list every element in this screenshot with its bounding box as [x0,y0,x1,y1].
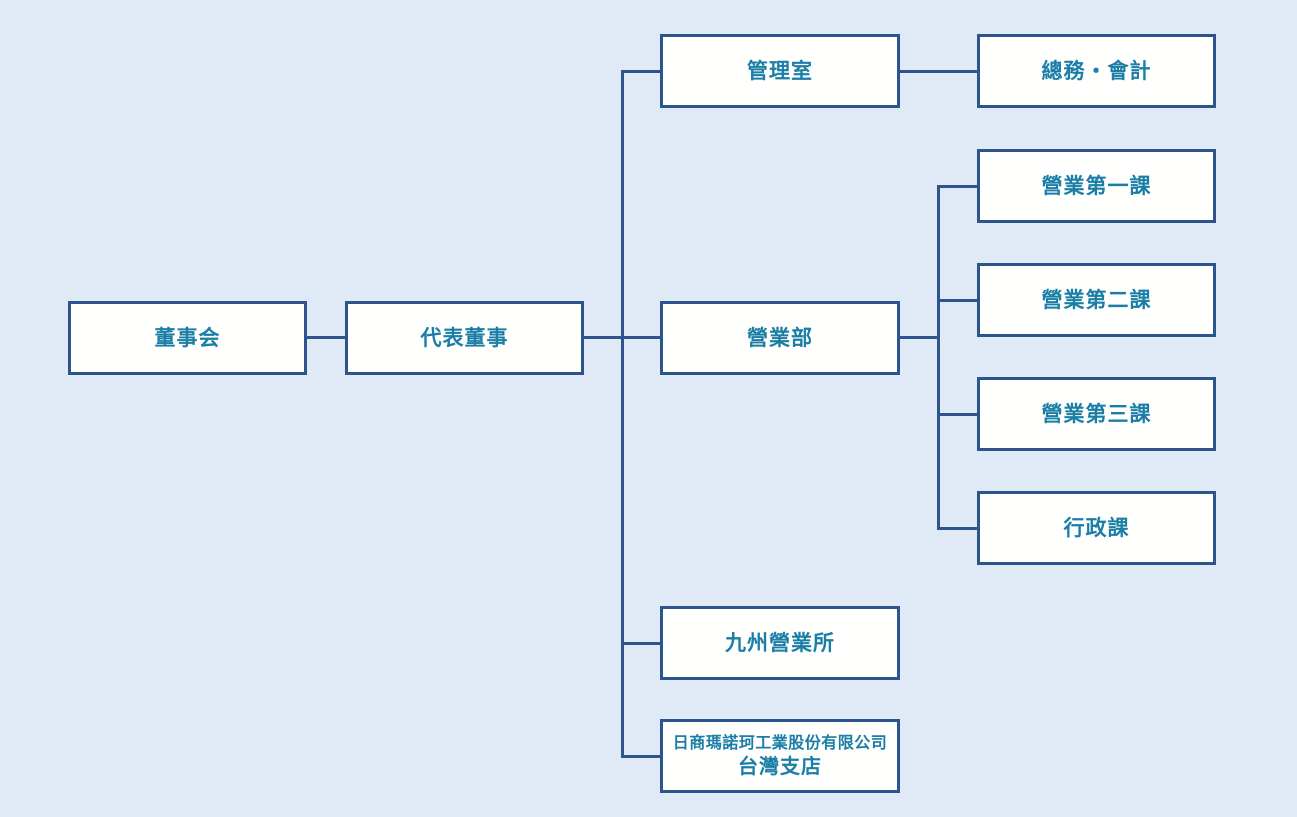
connector-trunk-to-kyushu-office [621,642,660,645]
connector-sales-to-sections-trunk [900,336,940,339]
node-kyushu-sales-office-label: 九州營業所 [725,630,835,655]
connector-main-trunk [621,70,624,758]
node-taiwan-branch-label: 台灣支店 [738,754,822,779]
node-sales-section-2: 營業第二課 [977,263,1216,337]
connector-trunk-to-sales-section-3 [937,413,977,416]
node-sales-section-2-label: 營業第二課 [1041,287,1152,312]
node-representative-director: 代表董事 [345,301,584,375]
node-sales-section-3-label: 營業第三課 [1041,401,1152,426]
node-general-affairs-accounting-label: 總務・會計 [1041,58,1152,83]
node-sales-department: 營業部 [660,301,900,375]
node-board-of-directors: 董事会 [68,301,307,375]
node-sales-section-1: 營業第一課 [977,149,1216,223]
connector-trunk-to-taiwan-branch [621,755,660,758]
node-representative-director-label: 代表董事 [420,325,509,350]
node-taiwan-branch-company-name: 日商瑪諾珂工業股份有限公司 [672,732,888,752]
connector-trunk-to-sales-section-1 [937,185,977,188]
connector-trunk-to-management-office [621,70,660,73]
connector-sections-trunk [937,185,940,530]
node-board-of-directors-label: 董事会 [154,325,221,350]
connector-trunk-to-admin-section [937,527,977,530]
node-sales-section-3: 營業第三課 [977,377,1216,451]
node-sales-department-label: 營業部 [747,325,813,350]
node-management-office-label: 管理室 [747,58,813,83]
node-admin-section: 行政課 [977,491,1216,565]
node-general-affairs-accounting: 總務・會計 [977,34,1216,108]
node-sales-section-1-label: 營業第一課 [1041,173,1152,198]
node-taiwan-branch: 日商瑪諾珂工業股份有限公司 台灣支店 [660,719,900,793]
node-admin-section-label: 行政課 [1063,515,1130,540]
node-kyushu-sales-office: 九州營業所 [660,606,900,680]
connector-board-to-representative [307,336,345,339]
connector-trunk-to-sales-section-2 [937,299,977,302]
connector-management-to-general-affairs [900,70,977,73]
node-management-office: 管理室 [660,34,900,108]
